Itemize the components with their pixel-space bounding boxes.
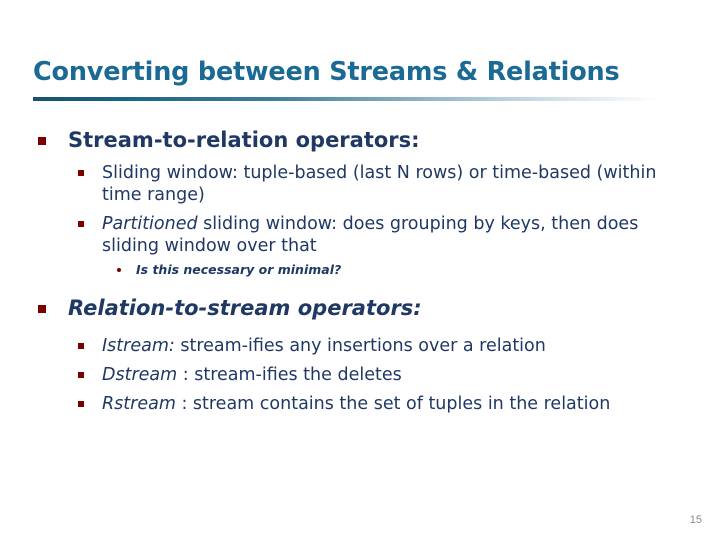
square-bullet-icon [38, 305, 46, 314]
spacer [0, 284, 720, 296]
bullet-level2-sliding-window: Sliding window: tuple-based (last N rows… [0, 162, 720, 206]
page-number: 15 [689, 514, 702, 526]
bullet-level2-lead-term: Rstream [102, 394, 176, 415]
round-bullet-icon [117, 267, 121, 272]
spacer [0, 325, 720, 335]
bullet-level2-dstream: Dstream : stream-ifies the deletes [0, 364, 720, 386]
page-title: Converting between Streams & Relations [33, 57, 620, 87]
bullet-level1-stream-to-relation: Stream-to-relation operators: [0, 128, 720, 153]
bullet-level2-text: Sliding window: tuple-based (last N rows… [102, 162, 657, 205]
title-block: Converting between Streams & Relations [33, 58, 683, 86]
bullet-level2-lead-term: Istream: [102, 335, 175, 356]
bullet-level2-istream: Istream: stream-ifies any insertions ove… [0, 335, 720, 357]
bullet-level2-lead-term: Dstream [102, 365, 178, 386]
bullet-level2-text: : stream-ifies the deletes [177, 365, 402, 386]
bullet-level2-text: stream-ifies any insertions over a relat… [174, 335, 546, 356]
bullet-level2-text: : stream contains the set of tuples in t… [175, 394, 611, 415]
bullet-level1-relation-to-stream: Relation-to-stream operators: [0, 296, 720, 321]
square-bullet-icon [78, 342, 84, 349]
bullet-level3-question: Is this necessary or minimal? [0, 262, 720, 278]
bullet-level2-lead-term: Partitioned [102, 213, 198, 234]
square-bullet-icon [78, 169, 84, 176]
square-bullet-icon [78, 401, 84, 408]
square-bullet-icon [38, 137, 46, 145]
bullet-level2-text: sliding window: does grouping by keys, t… [102, 213, 639, 256]
bullet-level1-label: Stream-to-relation operators: [68, 128, 420, 152]
bullet-level1-label: Relation-to-stream operators: [68, 296, 422, 321]
bullet-level2-partitioned-window: Partitioned sliding window: does groupin… [0, 213, 720, 257]
title-underline-rule [33, 97, 661, 101]
bullet-level2-rstream: Rstream : stream contains the set of tup… [0, 393, 720, 415]
square-bullet-icon [78, 372, 84, 379]
bullet-level3-text: Is this necessary or minimal? [136, 261, 342, 277]
square-bullet-icon [78, 220, 84, 227]
slide-body: Stream-to-relation operators: Sliding wi… [0, 128, 720, 417]
